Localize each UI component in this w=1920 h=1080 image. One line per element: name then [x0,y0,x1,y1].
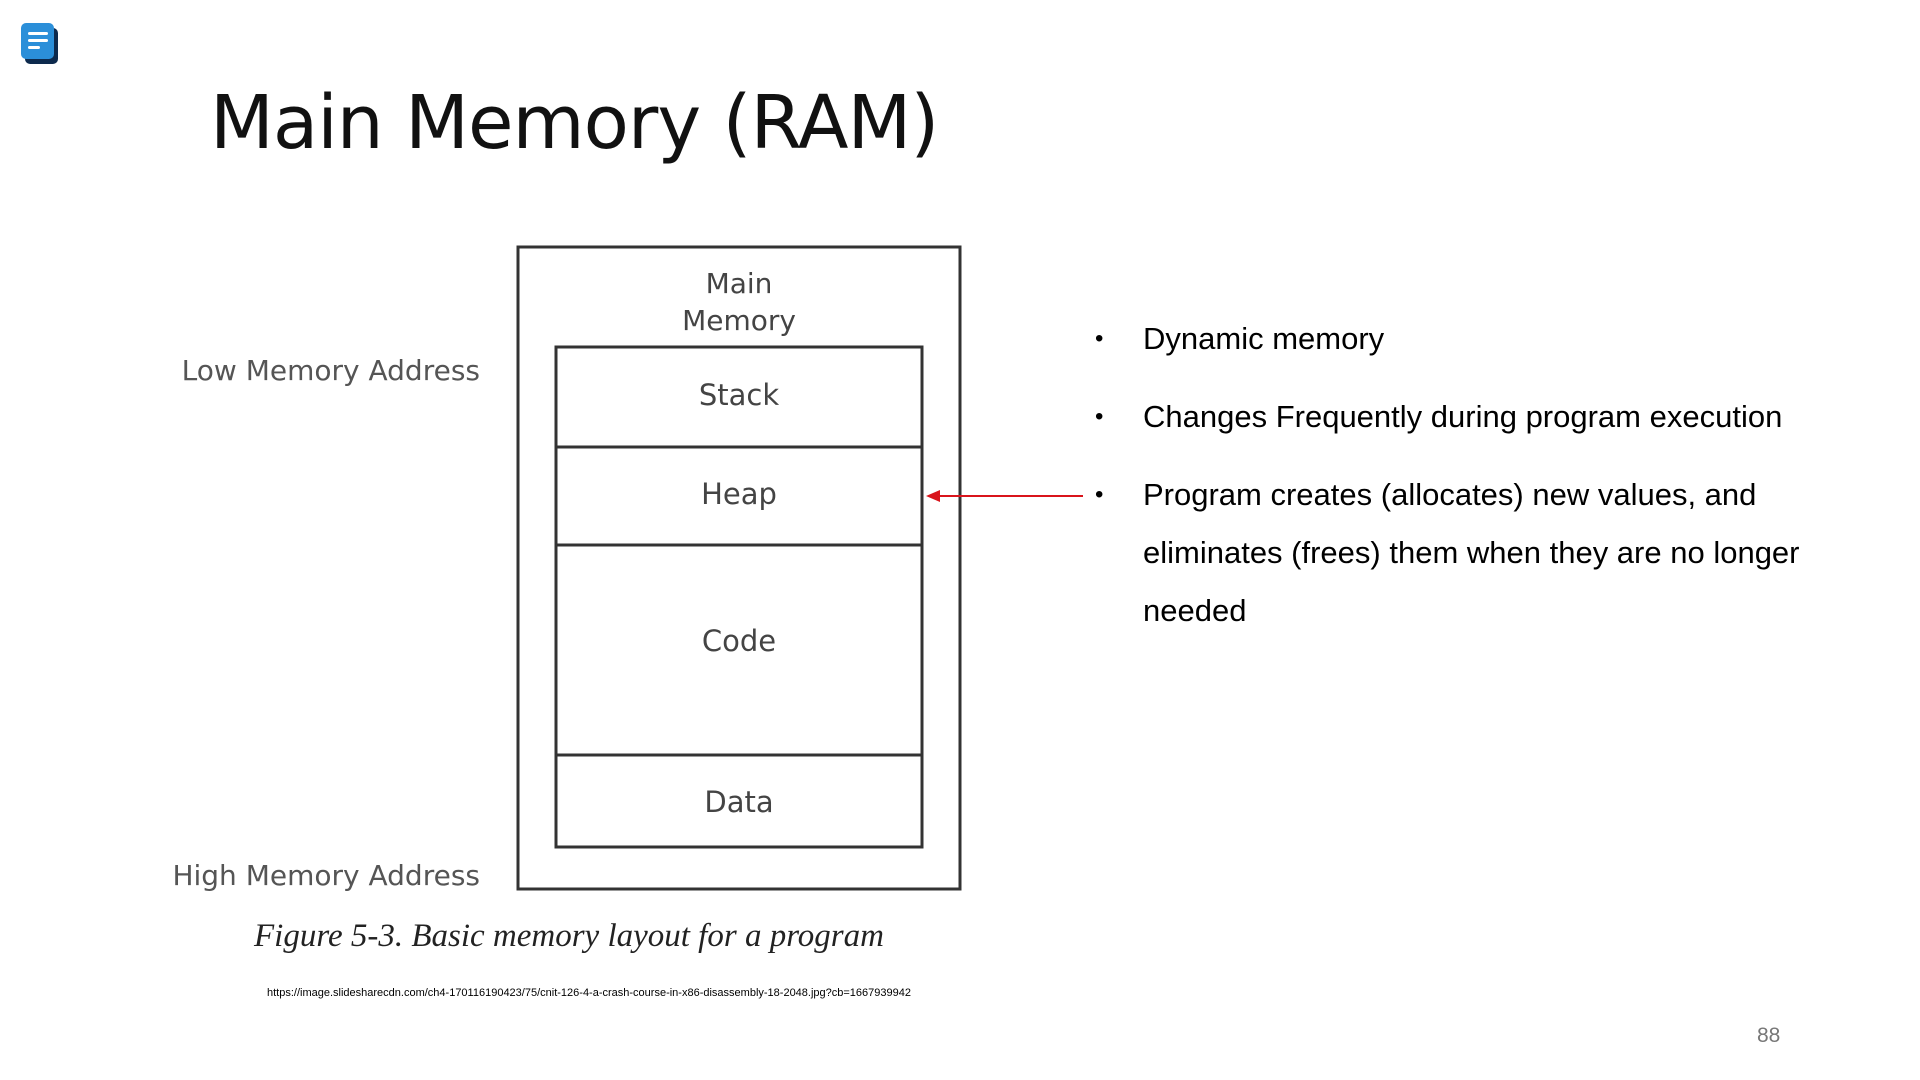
bullet-dot-icon: • [1095,403,1104,430]
bullet-item: • Changes Frequently during program exec… [1095,388,1875,446]
segment-stack-label: Stack [699,378,779,412]
bullet-dot-icon: • [1095,325,1104,352]
bullet-dot-icon: • [1095,481,1104,508]
page-number: 88 [1757,1024,1781,1047]
source-url: https://image.slidesharecdn.com/ch4-1701… [267,987,911,999]
segment-data-box [554,753,924,849]
segment-code-label: Code [702,624,776,658]
bullet-item: • Program creates (allocates) new values… [1095,466,1875,640]
bullet-text: Program creates (allocates) new values, … [1143,477,1800,628]
main-memory-label-line1: Main [706,267,773,300]
segment-stack-box [554,345,924,449]
segment-data-label: Data [704,785,773,819]
high-memory-address-label: High Memory Address [172,859,480,892]
slide-title: Main Memory (RAM) [210,80,939,166]
figure-caption: Figure 5-3. Basic memory layout for a pr… [254,918,884,954]
segment-heap-label: Heap [701,477,777,511]
segment-code-box [554,543,924,757]
bullet-text: Dynamic memory [1143,321,1385,356]
main-memory-box [516,245,962,891]
bullet-item: • Dynamic memory [1095,310,1875,368]
heap-pointer-arrow [926,490,1083,502]
segment-heap-box [554,445,924,547]
bullet-list: • Dynamic memory • Changes Frequently du… [1095,310,1875,660]
document-icon[interactable] [20,22,60,66]
bullet-text: Changes Frequently during program execut… [1143,399,1783,434]
main-memory-label-line2: Memory [682,304,796,337]
low-memory-address-label: Low Memory Address [182,354,480,387]
